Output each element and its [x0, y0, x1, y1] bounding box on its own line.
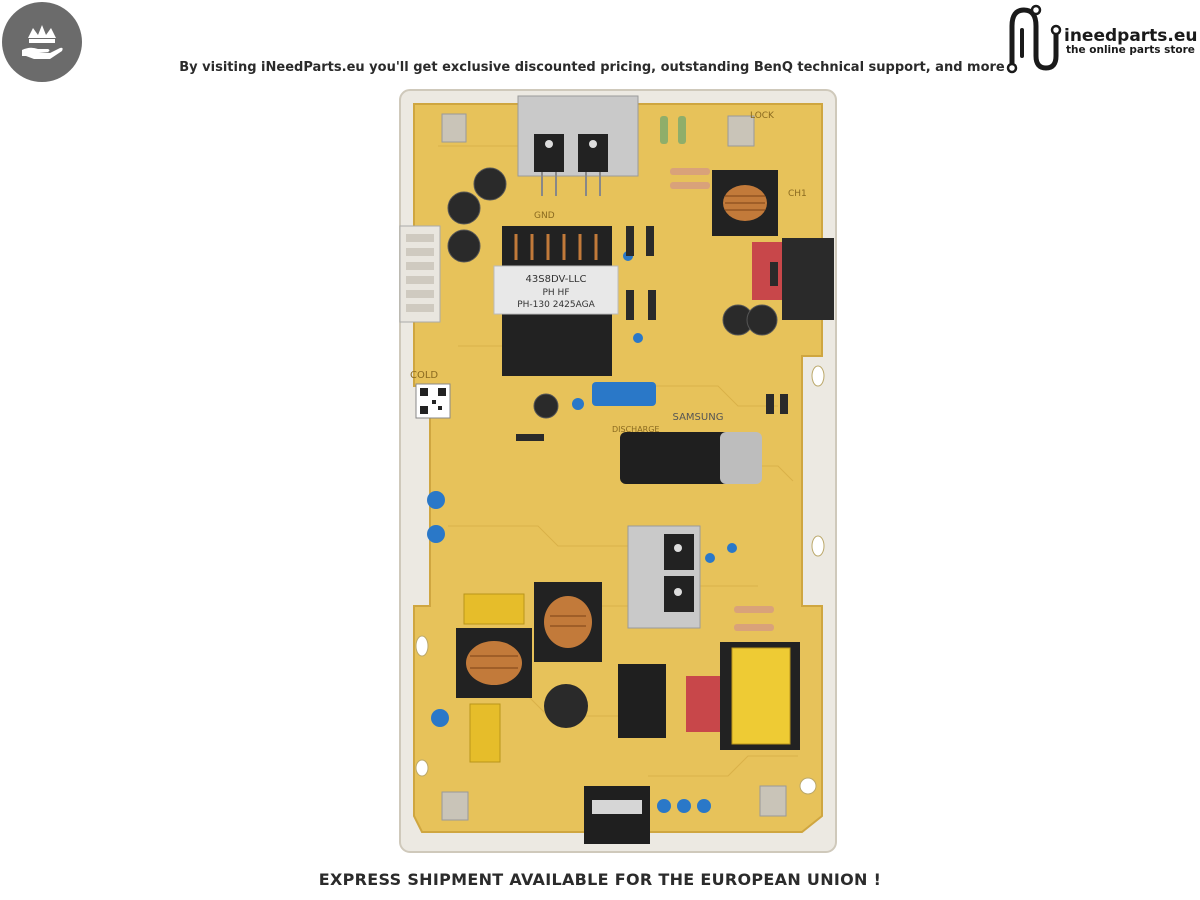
transformer-label-1: 43S8DV-LLC	[526, 274, 587, 285]
bridge-rectifier	[618, 664, 666, 738]
transformer-label-3: PH-130 2425AGA	[517, 300, 595, 310]
silk-ch1: CH1	[788, 189, 807, 199]
power-supply-board-image: 43S8DV-LLC PH HF PH-130 2425AGA SAMSUNG …	[399, 89, 837, 853]
silk-discharge: DISCHARGE	[612, 425, 659, 434]
badge-icon	[2, 2, 82, 82]
transformer-label-2: PH HF	[543, 288, 570, 298]
silk-cold: COLD	[410, 370, 438, 381]
x-capacitor-1	[463, 593, 525, 625]
logo-name: ineedparts.eu	[1064, 26, 1198, 46]
bulk-capacitor	[620, 432, 740, 484]
brand-mark: SAMSUNG	[673, 412, 724, 423]
silk-lock: LOCK	[750, 111, 775, 121]
plug-cable-icon	[1006, 4, 1062, 74]
varistor	[544, 684, 588, 728]
logo-tagline: the online parts store	[1066, 44, 1195, 56]
ac-input-socket	[584, 786, 650, 844]
film-capacitor	[592, 382, 656, 406]
x-capacitor-2	[469, 703, 501, 763]
crown-hand-icon	[22, 25, 63, 59]
header-tagline: By visiting iNeedParts.eu you'll get exc…	[179, 60, 1005, 75]
connector-right	[782, 238, 834, 320]
site-logo[interactable]: ineedparts.eu the online parts store	[1002, 2, 1198, 78]
silk-gnd: GND	[534, 211, 555, 221]
footer-banner: EXPRESS SHIPMENT AVAILABLE FOR THE EUROP…	[318, 870, 882, 889]
